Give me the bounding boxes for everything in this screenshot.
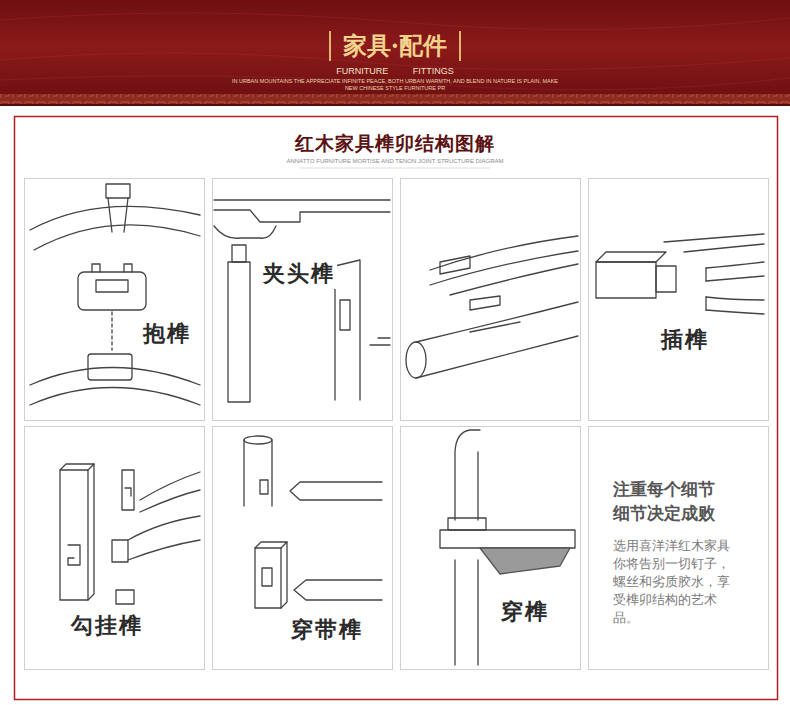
sketch-line [335, 260, 360, 400]
sketch-line [470, 296, 500, 310]
sketch-line [30, 206, 200, 230]
sketch-line [706, 297, 764, 314]
note-body: 选用喜洋洋红木家具你将告别一切钉子，螺丝和劣质胶水，享受榫卯结构的艺术品。 [613, 537, 735, 627]
sketch-line [108, 198, 128, 232]
joint-name: 穿带榫 [289, 615, 365, 645]
joint-cell: 穿榫 [400, 426, 581, 670]
diagram-subtitle: ANNATTO FURNITURE MORTISE AND TENON JOIN… [283, 158, 506, 164]
sketch-line [92, 264, 132, 272]
sketch-line [440, 530, 575, 548]
joint-sketches [30, 184, 764, 665]
sketch-line [340, 300, 350, 330]
sketch-line [290, 482, 382, 500]
sketch-line [232, 245, 246, 262]
sketch-line [416, 302, 578, 378]
joint-name: 穿榫 [499, 597, 551, 627]
sketch-line [262, 568, 272, 586]
sketch-line [106, 184, 130, 198]
sketch-line [260, 480, 268, 494]
sketch-line [111, 312, 112, 350]
sketch-line [228, 262, 250, 402]
joint-cell: 穿带榫 [212, 426, 393, 670]
sketch-line [430, 251, 578, 285]
sketch-line [88, 354, 132, 380]
panel-border [15, 117, 778, 700]
joint-cell: 插榫 [588, 178, 769, 421]
sketch-line [450, 264, 578, 295]
sketch-line [656, 266, 676, 292]
sketch-line [596, 252, 666, 262]
banner-subtitle: FURNITURE FITTINGS [336, 66, 454, 76]
sketch-line [96, 280, 128, 292]
sketch-line [455, 430, 480, 520]
sketch-line [664, 234, 764, 252]
sketch-line [112, 540, 128, 562]
sketch-line [281, 542, 287, 608]
sketch-line [88, 464, 94, 600]
joint-name: 抱榫 [141, 319, 193, 349]
sketch-line [470, 322, 520, 332]
sketch-line [255, 548, 281, 608]
cell-frame [401, 179, 581, 421]
sketch-line [480, 548, 570, 574]
banner-edge [0, 104, 790, 106]
sketch-line [244, 440, 272, 506]
sketch-line [214, 226, 276, 238]
banner-band: 家具·配件 FURNITURE FITTINGS IN URBAN MOUNTAIN… [0, 0, 790, 98]
sketch-line [455, 560, 478, 665]
title-rule [300, 168, 490, 169]
sketch-line [68, 545, 80, 565]
joint-cell: 勾挂榫 [24, 426, 205, 670]
sketch-line [705, 268, 706, 310]
sketch-line [78, 272, 146, 310]
sketch-line [0, 13, 790, 30]
sketch-line [477, 452, 478, 520]
sketch-line [122, 470, 134, 510]
banner-slogan: IN URBAN MOUNTAINS THE APPRECIATE INFINI… [225, 78, 565, 92]
banner-title: 家具·配件 [329, 31, 461, 61]
diagram-title: 红木家具榫卯结构图解 [295, 131, 495, 157]
sketch-line [706, 262, 764, 281]
banner-border [0, 94, 790, 104]
sketch-line [370, 338, 390, 345]
joint-cell: 抱榫 [24, 178, 205, 421]
sketch-line [60, 470, 88, 600]
joint-name: 勾挂榫 [69, 611, 145, 641]
sketch-line [214, 200, 390, 222]
note-cell: 注重每个细节 细节决定成败选用喜洋洋红木家具你将告别一切钉子，螺丝和劣质胶水，享… [588, 426, 769, 670]
sketch-line [448, 518, 486, 530]
banner-ground [0, 0, 790, 94]
sketch-line [34, 225, 200, 250]
joint-name: 夹头榫 [261, 259, 337, 289]
sketch-line [128, 516, 200, 560]
sketch-line [440, 256, 470, 274]
sketch-line [140, 472, 200, 512]
sketch-line [60, 464, 94, 470]
joint-name: 插榫 [659, 325, 711, 355]
sketch-line [125, 488, 131, 496]
sketch-line [116, 590, 134, 604]
sketch-line [30, 388, 200, 406]
note-heading: 注重每个细节 细节决定成败 [613, 477, 731, 525]
sketch-line [294, 580, 382, 600]
joint-cell: 夹头榫 [212, 178, 393, 421]
sketch-line [596, 262, 656, 298]
sketch-line [255, 542, 287, 548]
sketch-line [406, 342, 426, 378]
sketch-line [244, 436, 272, 444]
sketch-line [30, 368, 200, 386]
